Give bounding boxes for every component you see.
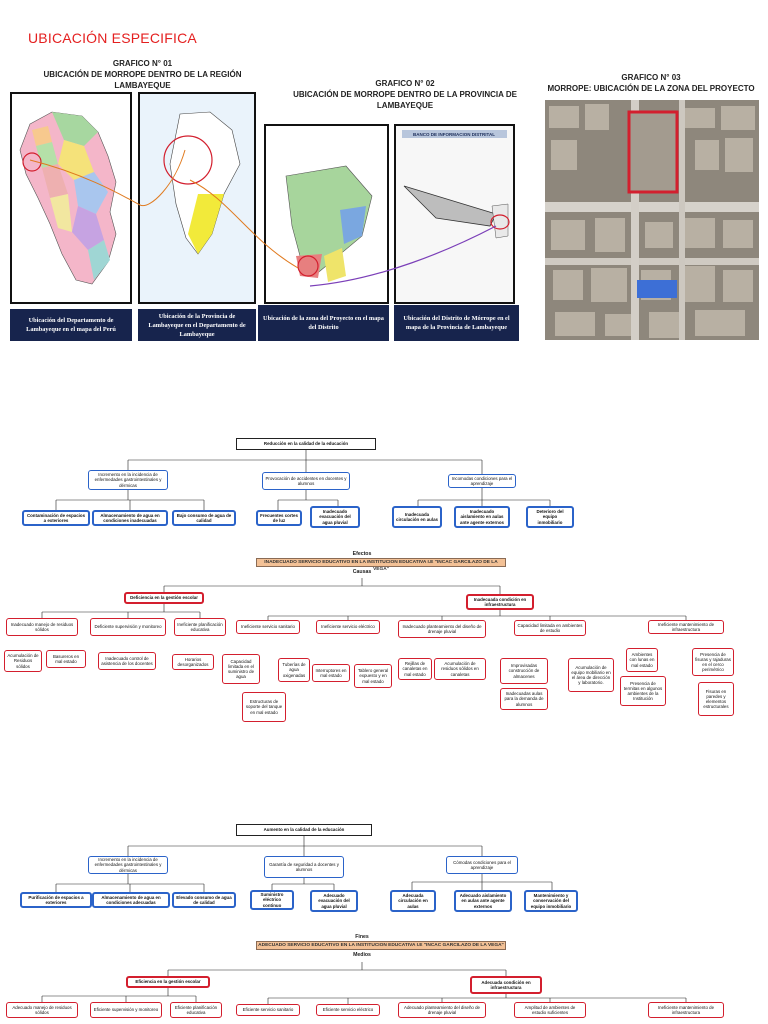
satellite-image [545, 100, 759, 340]
grafico-01-number: GRAFICO N° 01 [112, 59, 173, 68]
section-title: UBICACIÓN ESPECIFICA [28, 30, 197, 46]
t2-mean-m2-4: Eficiente servicio sanitario [236, 1004, 300, 1016]
grafico-03-subtitle: MORROPE: UBICACIÓN DE LA ZONA DEL PROYEC… [547, 84, 755, 93]
t1-cause-c3-13: Inadecuadas aulas para la demanda de alu… [500, 688, 548, 710]
t2-mean-m2-3: Eficiente planificación educativa [170, 1002, 222, 1018]
t2-mean-m2-8: Ineficiente mantenimiento de infraestruc… [648, 1002, 724, 1018]
t1-effects-label: Efectos [352, 551, 372, 557]
t2-mean-m1-2: Adecuada condición en infraestructura [470, 976, 542, 994]
t2-end-l3-6: Adecuada circulación en aulas [390, 890, 436, 912]
t1-effect-l3-7: Inadecuado aislamiento en aulas ante age… [454, 506, 510, 528]
t1-cause-c3-10: Rejillas de canaletas en mal estado [398, 658, 432, 680]
t1-cause-c2-6: Inadecuado planteamiento del diseño de d… [398, 620, 486, 638]
t1-cause-c3-15: Ambientes con lunas en mal estado [626, 648, 658, 672]
satellite-drawing [545, 100, 759, 340]
t1-cause-c3-7: Estructuras de soporte del tanque en mal… [242, 692, 286, 722]
t2-mean-m2-1: Adecuado manejo de residuos sólidos [6, 1002, 78, 1018]
t1-effect-l3-1: Contaminación de espacios a exteriores [22, 510, 90, 526]
t2-end-l3-7: Adecuado aislamiento en aulas ante agent… [454, 890, 512, 912]
t1-causes-label: Causas [352, 569, 372, 575]
t2-end-l3-3: Elevado consumo de agua de calidad [172, 892, 236, 908]
grafico-03-number: GRAFICO N° 03 [621, 73, 681, 82]
t1-cause-c3-1: Acumulación de Residuos sólidos [4, 650, 42, 672]
t2-end-l3-5: Adecuado evacuación del agua pluvial [310, 890, 358, 912]
t1-effect-l2-1: Incremento en la incidencia de enfermeda… [88, 470, 168, 490]
t1-cause-c3-14: Acumulación de equipo mobiliario en el á… [568, 658, 614, 692]
t1-effect-l2-3: Incomodas condiciones para el aprendizaj… [448, 474, 516, 488]
t1-effect-l2-2: Provocación de accidentes en docentes y … [262, 472, 350, 490]
banco-label: BANCO DE INFORMACION DISTRITAL [413, 132, 495, 137]
tree1-connectors [41, 450, 687, 620]
t1-central-problem: INADECUADO SERVICIO EDUCATIVO EN LA INST… [256, 558, 506, 572]
grafico-01-caption-left: Ubicación del Departamento de Lambayeque… [10, 309, 132, 341]
t2-end-l2-2: Garantía de seguridad a docentes y alumn… [264, 856, 344, 878]
t1-cause-c2-3: Ineficiente planificación educativa [174, 618, 226, 636]
t2-mean-m2-6: Adecuado planteamiento del diseño de dre… [398, 1002, 486, 1018]
grafico-01-title: GRAFICO N° 01 UBICACIÓN DE MORROPE DENTR… [30, 58, 255, 91]
t1-cause-c1-1: Deficiencia en la gestión escolar [124, 592, 204, 604]
grafico-02-number: GRAFICO N° 02 [375, 79, 435, 88]
t1-effect-l3-4: Frecuentes cortes de luz [256, 510, 302, 526]
t1-cause-c2-2: Deficiente supervisión y monitoreo [90, 618, 166, 636]
t1-top-effect: Reducción en la calidad de la educación [236, 438, 376, 450]
grafico-01-caption-right: Ubicación de la Provincia de Lambayeque … [138, 309, 256, 341]
grafico-03-title: GRAFICO N° 03 MORROPE: UBICACIÓN DE LA Z… [540, 72, 762, 94]
t2-mean-m2-2: Eficiente supervisión y monitoreo [90, 1002, 162, 1018]
t1-cause-c3-12: Improvisadas construcción de almacenes [500, 658, 548, 684]
t2-ends-label: Fines [355, 934, 369, 940]
t1-cause-c3-6: Tuberías de agua oxigenadas [278, 658, 310, 682]
t2-end-l3-8: Mantenimiento y conservación del equipo … [524, 890, 578, 912]
t1-cause-c2-5: Ineficiente servicio eléctrico [316, 620, 380, 634]
t1-effect-l3-8: Deterioro del equipo inmobiliario [526, 506, 574, 528]
t1-cause-c3-11: Acumulación de residuos sólidos en canal… [434, 658, 486, 680]
grafico-02-title: GRAFICO N° 02 UBICACIÓN DE MORROPE DENTR… [290, 78, 520, 111]
t2-end-l3-1: Purificación de espacios a exteriores [20, 892, 92, 908]
t1-cause-c3-17: Presencia de fisuras y rajaduras en el c… [692, 648, 734, 676]
t2-end-l2-3: Cómodas condiciones para el aprendizaje [446, 856, 518, 874]
t1-cause-c2-1: Inadecuado manejo de residuos sólidos [6, 618, 78, 636]
t1-cause-c3-5: Capacidad limitada en el suministro de a… [222, 654, 260, 684]
t1-cause-c3-3: Inadecuado control de asistencia de los … [98, 652, 156, 670]
t2-mean-m2-5: Eficiente servicio eléctrico [316, 1004, 380, 1016]
t1-effect-l3-2: Almacenamiento de agua en condiciones in… [92, 510, 168, 526]
t2-mean-m2-7: Amplitud de ambientes de estudio suficie… [514, 1002, 586, 1018]
t1-cause-c2-7: Capacidad limitada en ambientes de estud… [514, 620, 586, 636]
t2-top-end: Aumento en la calidad de la educación [236, 824, 372, 836]
grafico-02-subtitle: UBICACIÓN DE MORROPE DENTRO DE LA PROVIN… [293, 90, 517, 110]
t1-cause-c3-8: Interruptores en mal estado [312, 664, 350, 682]
t1-cause-c3-2: Basureros en mal estado [46, 650, 86, 668]
t1-cause-c2-4: Ineficiente servicio sanitario [236, 620, 300, 634]
t1-cause-c1-2: Inadecuada condición en infraestructura [466, 594, 534, 610]
t2-central-objective: ADECUADO SERVICIO EDUCATIVO EN LA INSTIT… [256, 941, 506, 950]
t2-end-l2-1: Incremento en la incidencia de enfermeda… [88, 856, 168, 874]
t1-cause-c2-8: Ineficiente mantenimiento de infraestruc… [648, 620, 724, 634]
t1-cause-c3-16: Presencia de termitas en algunos ambient… [620, 676, 666, 706]
t1-cause-c3-4: Horarios desorganizados [172, 654, 214, 670]
grafico-02-caption-left: Ubicación de la zona del Proyecto en el … [258, 305, 389, 341]
grafico-02-caption-right: Ubicación del Distrito de Mórrope en el … [394, 305, 519, 341]
t1-effect-l3-6: Inadecuada circulación en aulas [392, 506, 442, 528]
t2-end-l3-4: Suministro eléctrico continuo [250, 890, 294, 910]
grafico-01-subtitle: UBICACIÓN DE MORROPE DENTRO DE LA REGIÓN… [43, 70, 242, 90]
t2-mean-m1-1: Eficiencia en la gestión escolar [126, 976, 210, 988]
t1-effect-l3-3: Bajo consumo de agua de calidad [172, 510, 236, 526]
t2-end-l3-2: Almacenamiento de agua en condiciones ad… [92, 892, 170, 908]
t1-cause-c3-18: Fisuras en paredes y elementos estructur… [698, 682, 734, 716]
t2-means-label: Medios [353, 952, 371, 958]
t1-effect-l3-5: Inadecuado evacuación del agua pluvial [310, 506, 360, 528]
t1-cause-c3-9: Tablero general expuesto y en mal estado [354, 664, 392, 688]
